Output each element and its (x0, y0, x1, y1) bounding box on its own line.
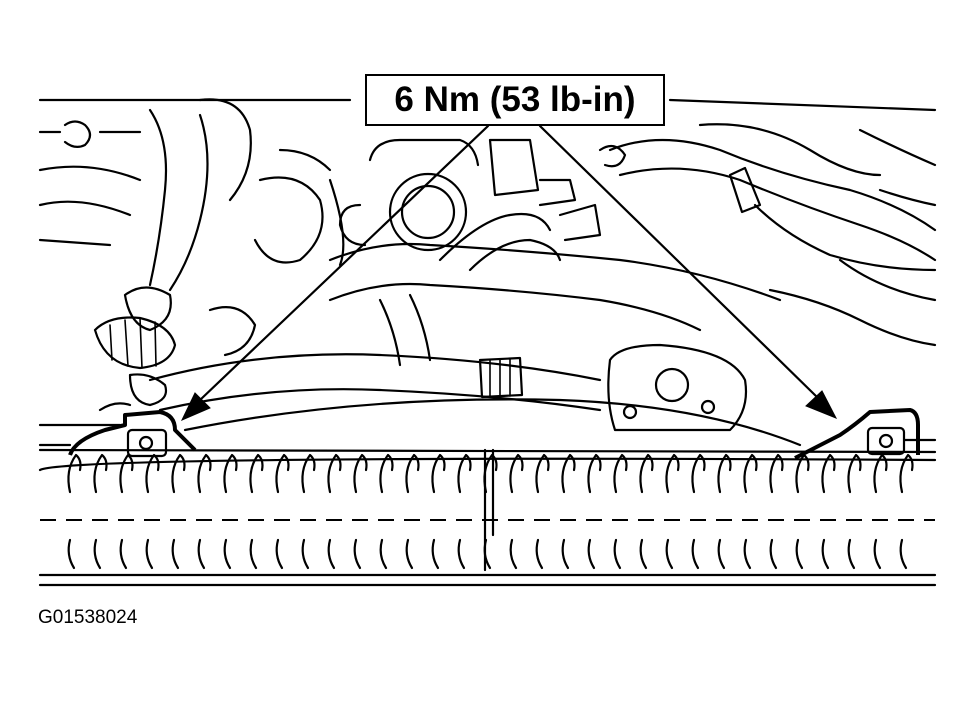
radiator-fin (535, 453, 550, 494)
fan-pulley (607, 343, 748, 432)
radiator-fin (873, 538, 882, 570)
radiator-fin (535, 538, 544, 570)
left-hose-clamp (93, 306, 257, 407)
radiator-fin (145, 453, 160, 494)
radiator-fin (67, 538, 76, 570)
engine-components (38, 98, 937, 347)
radiator-fin (379, 453, 394, 494)
radiator-fin (93, 538, 102, 570)
radiator-fin (301, 538, 310, 570)
radiator-fin (873, 453, 888, 494)
torque-callout: 6 Nm (53 lb-in) (365, 74, 665, 126)
radiator-fin (431, 453, 446, 494)
radiator-fin (509, 538, 518, 570)
radiator-fin (145, 538, 154, 570)
radiator-fin (457, 453, 472, 494)
radiator-fin (665, 538, 674, 570)
radiator-fin (379, 538, 388, 570)
radiator-fin (717, 538, 726, 570)
radiator-fin (327, 538, 336, 570)
radiator-fin (665, 453, 680, 494)
radiator-fin (795, 453, 810, 494)
radiator-fin (249, 453, 264, 494)
radiator-fin (275, 453, 290, 494)
figure-id: G01538024 (38, 607, 138, 628)
radiator-fin (119, 453, 134, 494)
radiator-fin (769, 453, 784, 494)
radiator-fin (691, 453, 706, 494)
radiator-fin (613, 538, 622, 570)
left-arrowhead (180, 392, 211, 421)
radiator-fin (171, 453, 186, 494)
radiator-fin (197, 453, 212, 494)
radiator-fin (899, 538, 908, 570)
right-radiator-bracket (794, 408, 920, 460)
radiator-fin (561, 453, 576, 494)
radiator-fin (717, 453, 732, 494)
torque-label: 6 Nm (53 lb-in) (394, 80, 636, 119)
radiator-fin (405, 538, 414, 570)
radiator-fin (821, 538, 830, 570)
radiator-fin (457, 538, 466, 570)
radiator-fin (171, 538, 180, 570)
radiator-fin (743, 453, 758, 494)
radiator-fin (743, 538, 752, 570)
radiator-fin (67, 453, 82, 494)
radiator-fin (587, 453, 602, 494)
leader-arrows (180, 124, 838, 421)
radiator-fin (431, 538, 440, 570)
radiator (38, 448, 937, 587)
radiator-fin (821, 453, 836, 494)
radiator-fin (327, 453, 342, 494)
radiator-fin (249, 538, 258, 570)
radiator-fins-bottom (67, 538, 908, 570)
radiator-fin (639, 538, 648, 570)
radiator-fin (613, 453, 628, 494)
radiator-fin (93, 453, 108, 494)
radiator-fin (639, 453, 654, 494)
radiator-fin (483, 538, 492, 570)
radiator-fin (275, 538, 284, 570)
radiator-fin (769, 538, 778, 570)
radiator-fin (353, 453, 368, 494)
coolant-hoses (148, 203, 782, 412)
radiator-fin (795, 538, 804, 570)
radiator-fin (301, 453, 316, 494)
radiator-fin (847, 453, 862, 494)
radiator-fin (587, 538, 596, 570)
radiator-fin (197, 538, 206, 570)
left-radiator-bracket (68, 402, 197, 458)
radiator-fin (223, 538, 232, 570)
radiator-fin (119, 538, 128, 570)
right-arrowhead (805, 390, 838, 419)
radiator-fin (223, 453, 238, 494)
radiator-fin (483, 453, 498, 494)
radiator-fin (561, 538, 570, 570)
radiator-fin (691, 538, 700, 570)
radiator-fin (405, 453, 420, 494)
radiator-fin (847, 538, 856, 570)
radiator-fin (353, 538, 362, 570)
radiator-fin (899, 453, 914, 494)
radiator-fins-top (67, 453, 914, 494)
radiator-fin (509, 453, 524, 494)
